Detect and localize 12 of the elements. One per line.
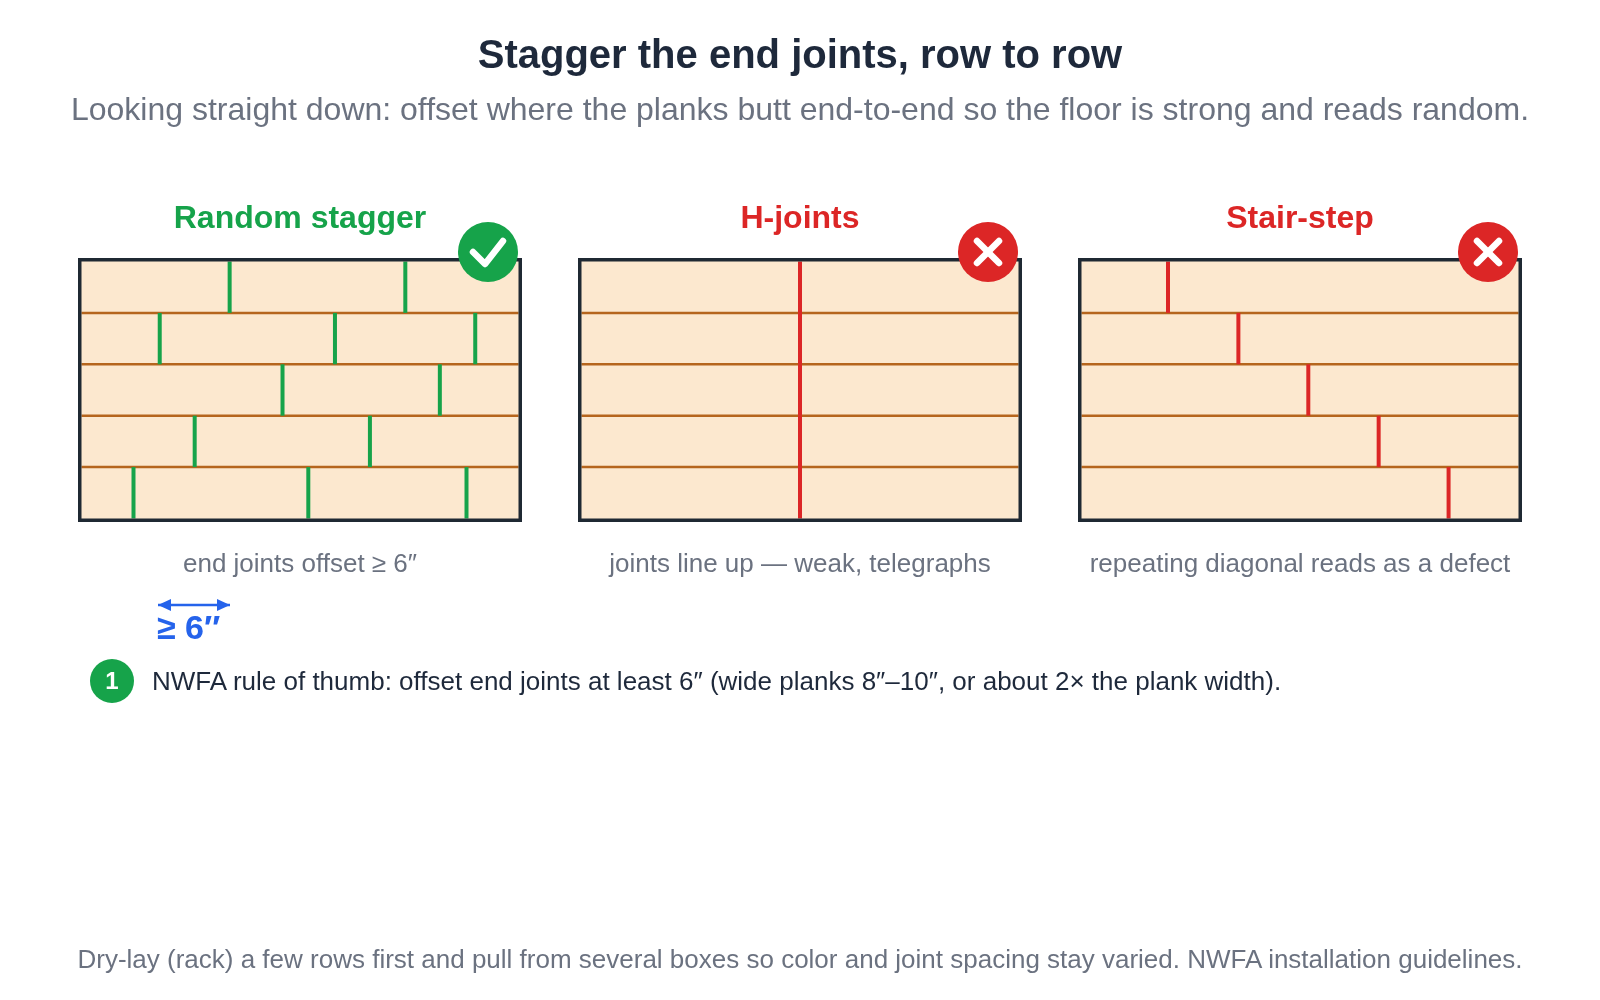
- note-text: NWFA rule of thumb: offset end joints at least 6″ (wide planks 8″–10″, or about 2× the plank width).: [152, 665, 1282, 697]
- dimension-label: ≥ 6″: [157, 612, 221, 642]
- panel-caption: end joints offset ≥ 6″: [183, 547, 417, 579]
- panel-caption: repeating diagonal reads as a defect: [1089, 547, 1511, 579]
- panel-heading: H-joints: [740, 198, 860, 237]
- callout-number: 1: [90, 659, 134, 703]
- panel-heading: Random stagger: [173, 198, 427, 237]
- title: Stagger the end joints, row to row: [477, 31, 1123, 78]
- panel-heading: Stair-step: [1226, 198, 1374, 237]
- subtitle: Looking straight down: offset where the planks butt end-to-end so the floor is strong and reads random.: [70, 90, 1530, 128]
- panel-caption: joints line up — weak, telegraphs: [609, 547, 991, 579]
- caption: Dry-lay (rack) a few rows first and pull from several boxes so color and joint spacing stay varied. NWFA installation guidelines.: [77, 943, 1523, 975]
